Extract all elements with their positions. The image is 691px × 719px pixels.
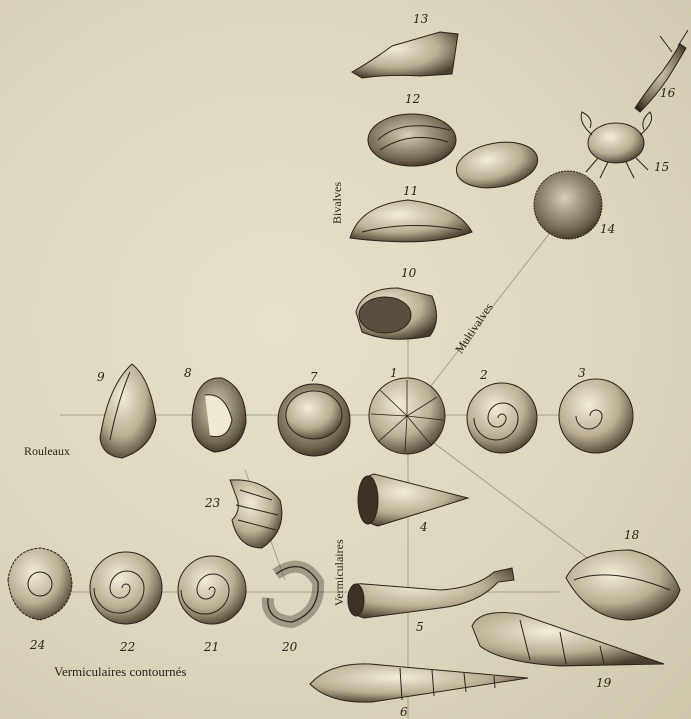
oyster-shell-icon: [368, 114, 456, 166]
specimen-number: 13: [413, 12, 428, 26]
specimen-number: 9: [97, 370, 105, 384]
snail-shell-icon: [559, 379, 633, 453]
specimen-number: 6: [400, 705, 408, 719]
crab-icon: [581, 112, 652, 178]
rough-coil-shell-icon: [8, 548, 72, 620]
cap-shell-icon: [278, 384, 350, 456]
coiled-shell-icon: [178, 556, 246, 624]
bivalves-label: Bivalves: [330, 182, 345, 224]
specimen-number: 7: [310, 370, 318, 384]
specimen-number: 21: [204, 640, 219, 654]
specimen-number: 15: [654, 160, 669, 174]
specimen-number: 5: [416, 620, 424, 634]
radiate-shell-icon: [369, 378, 445, 454]
specimen-number: 18: [624, 528, 639, 542]
specimen-number: 4: [420, 520, 428, 534]
specimen-number: 24: [30, 638, 45, 652]
spiny-shell-icon: [453, 136, 541, 194]
urchin-icon: [534, 171, 602, 239]
open-coil-shell-icon: [268, 567, 318, 622]
spindle-shell-icon: [472, 613, 664, 667]
specimen-number: 2: [480, 368, 488, 382]
specimen-number: 3: [578, 366, 586, 380]
whelk-shell-icon: [566, 550, 680, 620]
specimen-number: 22: [120, 640, 135, 654]
ammonite-shell-icon: [90, 552, 162, 624]
mussel-shell-icon: [350, 200, 472, 242]
vermiculaires-contournes-label: Vermiculaires contournés: [54, 664, 186, 680]
limpet-shell-icon: [100, 364, 156, 458]
pinna-shell-icon: [352, 32, 458, 78]
vermiculaires-label: Vermiculaires: [332, 539, 347, 606]
spiral-shell-icon: [467, 383, 537, 453]
cone-shell-icon: [358, 474, 468, 526]
rouleaux-label: Rouleaux: [24, 444, 70, 459]
specimen-number: 1: [390, 366, 398, 380]
tube-shell-icon: [348, 568, 514, 618]
specimen-number: 8: [184, 366, 192, 380]
cup-shell-icon: [356, 288, 437, 339]
specimen-number: 19: [596, 676, 611, 690]
specimen-number: 12: [405, 92, 420, 106]
specimen-number: 23: [205, 496, 220, 510]
specimen-number: 20: [282, 640, 297, 654]
specimen-number: 16: [660, 86, 675, 100]
specimen-number: 11: [403, 184, 418, 198]
specimen-number: 10: [401, 266, 416, 280]
nautilus-shell-icon: [230, 480, 282, 548]
auger-shell-icon: [310, 664, 528, 702]
specimen-number: 14: [600, 222, 615, 236]
cowrie-shell-icon: [192, 378, 246, 452]
